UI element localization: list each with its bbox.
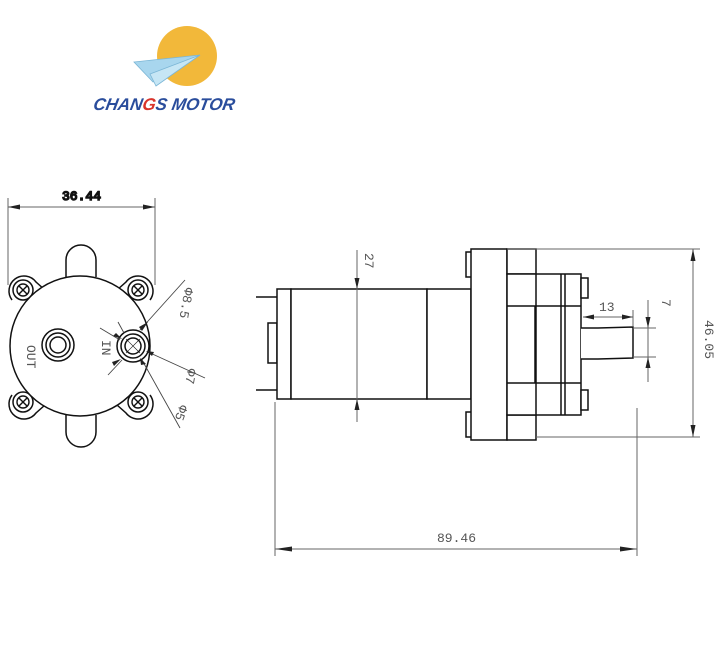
inlet-label: IN — [98, 340, 113, 356]
logo-text-accent: G — [141, 94, 158, 114]
logo-text-part1: CHAN — [92, 94, 145, 114]
screw-icon — [16, 283, 145, 409]
nozzle-diameter-dim-label: 7 — [658, 299, 673, 307]
front-view: 36.44 — [7, 188, 206, 448]
height-dim-label: 46.05 — [701, 320, 716, 359]
outlet-port — [41, 328, 75, 362]
inlet-port — [116, 329, 150, 363]
body-dim-label: 27 — [361, 253, 376, 269]
diameter-mid-label: Φ7 — [181, 367, 198, 385]
side-view — [256, 248, 634, 441]
outlet-label: OUT — [23, 345, 38, 369]
diameter-inner-label: Φ5 — [171, 403, 190, 423]
side-view-dimensions — [274, 248, 700, 556]
total-length-dim-label: 89.46 — [437, 531, 476, 546]
svg-text:CHANGS MOTOR: CHANGS MOTOR — [92, 94, 237, 114]
nozzle-length-dim-label: 13 — [599, 300, 615, 315]
diameter-outer-label: Φ8.5 — [176, 286, 196, 319]
logo-text-part2: S MOTOR — [154, 94, 237, 114]
brand-logo: CHANGS MOTOR — [92, 26, 237, 114]
width-dimension — [7, 198, 156, 285]
width-dim-label: 36.44 — [62, 189, 101, 204]
